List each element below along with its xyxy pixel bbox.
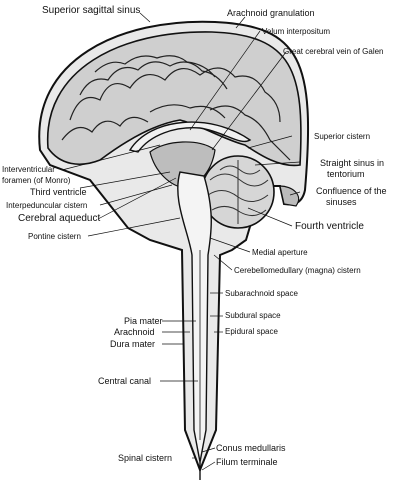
label-spinal-cistern: Spinal cistern bbox=[118, 453, 173, 463]
label-velum-interpositum: Velum interpositum bbox=[262, 27, 331, 36]
label-central-canal: Central canal bbox=[98, 376, 152, 386]
label-fourth-ventricle: Fourth ventricle bbox=[295, 221, 364, 232]
label-superior-cistern: Superior cistern bbox=[314, 132, 371, 141]
label-arachnoid-granulation: Arachnoid granulation bbox=[227, 8, 315, 18]
label-third-ventricle: Third ventricle bbox=[30, 187, 87, 197]
label-arachnoid: Arachnoid bbox=[114, 327, 155, 337]
label-superior-sagittal-sinus: Superior sagittal sinus bbox=[42, 5, 141, 16]
label-interventricular-foramen-line1: Interventricular bbox=[2, 165, 55, 174]
label-conus-medullaris: Conus medullaris bbox=[216, 443, 286, 453]
label-cerebellomedullary-cistern: Cerebellomedullary (magna) cistern bbox=[234, 266, 361, 275]
label-subarachnoid-space: Subarachnoid space bbox=[225, 289, 298, 298]
label-cerebral-aqueduct: Cerebral aqueduct bbox=[18, 213, 101, 224]
label-straight-sinus-line2: tentorium bbox=[327, 169, 365, 179]
corpus-callosum bbox=[128, 121, 252, 153]
label-confluence-line1: Confluence of the bbox=[316, 186, 387, 196]
label-interpeduncular-cistern: Interpeduncular cistern bbox=[6, 201, 88, 210]
cerebellar-folia bbox=[207, 160, 269, 224]
label-interventricular-foramen-line2: foramen (of Monro) bbox=[2, 176, 71, 185]
label-pontine-cistern: Pontine cistern bbox=[28, 232, 81, 241]
label-confluence-line2: sinuses bbox=[326, 197, 357, 207]
leader-lines bbox=[61, 12, 301, 471]
label-pia-mater: Pia mater bbox=[124, 316, 163, 326]
label-dura-mater: Dura mater bbox=[110, 339, 156, 349]
label-great-cerebral-vein: Great cerebral vein of Galen bbox=[283, 47, 384, 56]
label-medial-aperture: Medial aperture bbox=[252, 248, 308, 257]
label-epidural-space: Epidural space bbox=[225, 327, 278, 336]
cerebral-gyri bbox=[61, 55, 291, 161]
label-filum-terminale: Filum terminale bbox=[216, 457, 278, 467]
confluence-sinuses bbox=[279, 185, 300, 207]
label-subdural-space: Subdural space bbox=[225, 311, 281, 320]
label-straight-sinus-line1: Straight sinus in bbox=[320, 158, 385, 168]
